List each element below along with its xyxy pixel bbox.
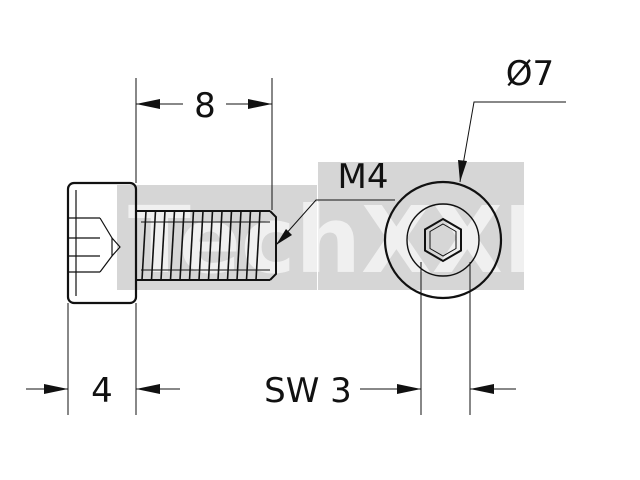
screw-front-view (383, 180, 503, 300)
dimension-length: 8 (135, 78, 273, 210)
dimension-diameter-label: Ø7 (506, 54, 554, 94)
watermark-text: TechXXL (128, 187, 561, 294)
thread-flank (179, 210, 185, 281)
thread-flank (217, 210, 223, 281)
thread-flank (245, 210, 252, 281)
socket-hidden-lines (68, 217, 121, 273)
thread-flank (141, 210, 147, 281)
thread-flank (207, 210, 214, 281)
thread-flank (188, 210, 195, 281)
hex-socket (424, 217, 462, 263)
dimension-diameter: Ø7 (458, 54, 566, 183)
thread-flank (236, 210, 242, 281)
screw-head (66, 181, 138, 305)
screw-thread (136, 210, 277, 281)
thread-flank (226, 210, 233, 281)
thread-flank (150, 210, 157, 281)
screw-side-view (66, 181, 277, 305)
thread-flank (169, 210, 176, 281)
dimension-thread: M4 (275, 157, 395, 246)
dimension-length-label: 8 (194, 86, 216, 126)
dimension-head-height: 4 (26, 303, 180, 415)
thread-flank (198, 210, 204, 281)
thread-flank (160, 210, 166, 281)
dimension-thread-label: M4 (338, 157, 389, 197)
head-outer-circle (383, 180, 503, 300)
thread-flank (255, 210, 261, 281)
dimension-head-height-label: 4 (91, 371, 113, 411)
thread-flank-lines (141, 210, 261, 281)
head-inner-circle (406, 203, 480, 277)
dimension-socket-label: SW 3 (264, 371, 352, 411)
dimension-socket: SW 3 (264, 262, 516, 415)
